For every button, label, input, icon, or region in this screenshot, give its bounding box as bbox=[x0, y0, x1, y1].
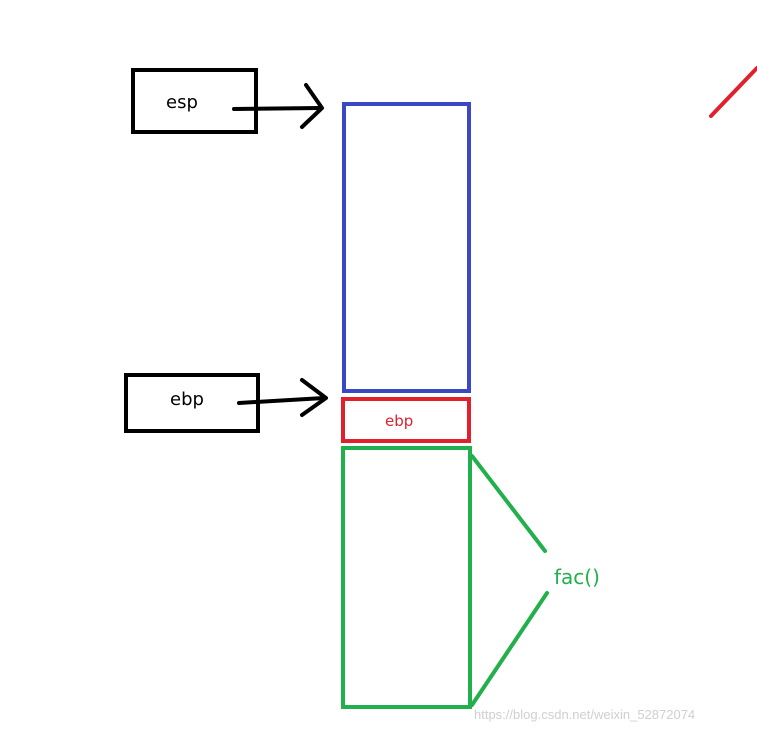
watermark-text: https://blog.csdn.net/weixin_52872074 bbox=[474, 707, 696, 722]
stray-red-stroke bbox=[709, 66, 757, 118]
esp-register-box bbox=[131, 68, 258, 134]
esp-label: esp bbox=[166, 92, 198, 113]
saved-ebp-block bbox=[341, 397, 471, 443]
stack-top-region bbox=[342, 102, 471, 393]
fac-function-label: fac() bbox=[554, 565, 600, 589]
esp-arrow bbox=[232, 83, 324, 129]
ebp-arrow bbox=[237, 378, 328, 417]
fac-stack-frame bbox=[341, 446, 472, 709]
fac-bracket-upper bbox=[470, 454, 547, 553]
saved-ebp-label: ebp bbox=[385, 412, 414, 430]
ebp-label: ebp bbox=[170, 389, 204, 410]
fac-bracket-lower bbox=[470, 591, 549, 707]
